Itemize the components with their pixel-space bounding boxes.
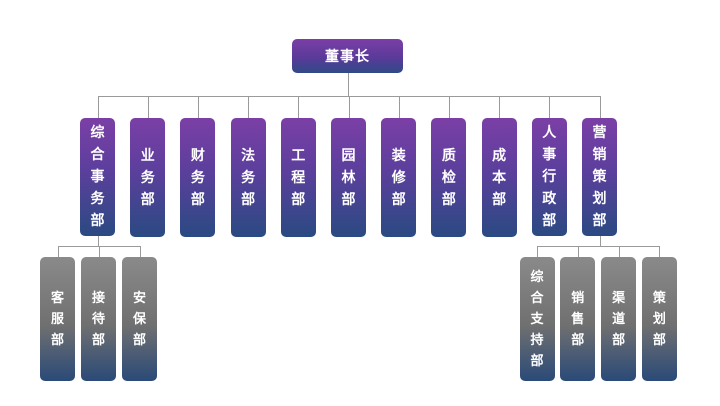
department-box-caiwu-label: 财 务 部	[190, 147, 205, 208]
sub-department-box-yingxiao-0-label: 综 合 支 持 部	[530, 269, 544, 369]
sub-connector-yingxiao	[599, 236, 601, 246]
department-box-renshi-label: 人 事 行 政 部	[542, 125, 557, 229]
sub-department-box-zonghe-1-label: 接 待 部	[91, 290, 105, 348]
sub-drop-yingxiao-2	[618, 246, 620, 257]
department-box-zhijian: 质 检 部	[431, 118, 467, 237]
department-connector-fawu	[248, 96, 250, 118]
sub-drop-zonghe-2	[139, 246, 141, 257]
sub-department-box-zonghe-2: 安 保 部	[122, 257, 157, 381]
sub-department-box-yingxiao-3-label: 策 划 部	[652, 290, 666, 348]
department-connector-zhuangxiu	[398, 96, 400, 118]
department-box-yingxiao: 营 销 策 划 部	[582, 118, 617, 236]
department-box-renshi: 人 事 行 政 部	[531, 118, 567, 236]
department-connector-yuanlin	[348, 96, 350, 118]
department-box-yingxiao-label: 营 销 策 划 部	[592, 125, 607, 229]
department-box-zhijian-label: 质 检 部	[441, 147, 456, 208]
department-box-yuanlin-label: 园 林 部	[341, 147, 356, 208]
sub-drop-zonghe-1	[98, 246, 100, 257]
sub-department-box-yingxiao-2: 渠 道 部	[601, 257, 637, 381]
department-connector-caiwu	[197, 96, 199, 118]
sub-department-box-yingxiao-3: 策 划 部	[641, 257, 677, 381]
sub-department-box-yingxiao-1: 销 售 部	[560, 257, 596, 381]
department-box-fawu-label: 法 务 部	[241, 147, 256, 208]
chairman-connector	[347, 73, 349, 96]
sub-department-box-zonghe-0: 客 服 部	[40, 257, 75, 381]
department-box-gongcheng: 工 程 部	[280, 118, 316, 237]
department-box-zhuangxiu: 装 修 部	[381, 118, 417, 237]
department-box-yuanlin: 园 林 部	[331, 118, 366, 237]
department-box-yewu-label: 业 务 部	[140, 147, 155, 208]
sub-department-box-zonghe-2-label: 安 保 部	[132, 290, 146, 348]
sub-drop-yingxiao-1	[577, 246, 579, 257]
sub-department-box-yingxiao-1-label: 销 售 部	[571, 290, 585, 348]
sub-department-box-zonghe-1: 接 待 部	[81, 257, 116, 381]
department-box-caiwu: 财 务 部	[180, 118, 216, 237]
sub-department-box-zonghe-0-label: 客 服 部	[50, 290, 64, 348]
department-box-chengben-label: 成 本 部	[492, 147, 507, 208]
sub-department-box-yingxiao-0: 综 合 支 持 部	[519, 257, 555, 381]
sub-drop-yingxiao-0	[537, 246, 538, 257]
department-box-gongcheng-label: 工 程 部	[291, 147, 306, 208]
department-box-yewu: 业 务 部	[130, 118, 166, 237]
department-connector-gongcheng	[298, 96, 300, 118]
sub-connector-zonghe	[97, 236, 99, 246]
department-connector-zhijian	[448, 96, 450, 118]
chairman-box-label: 董事长	[325, 49, 370, 65]
department-box-zonghe-label: 综 合 事 务 部	[90, 125, 105, 229]
chairman-box: 董事长	[292, 39, 403, 73]
department-box-fawu: 法 务 部	[230, 118, 266, 237]
sub-bus-yingxiao	[537, 246, 661, 247]
sub-drop-yingxiao-3	[659, 246, 661, 257]
department-box-zhuangxiu-label: 装 修 部	[391, 147, 406, 208]
department-connector-yingxiao	[599, 96, 601, 118]
sub-department-box-yingxiao-2-label: 渠 道 部	[612, 290, 626, 348]
sub-drop-zonghe-0	[57, 246, 59, 257]
department-box-zonghe: 综 合 事 务 部	[80, 118, 115, 236]
department-connector-zonghe	[97, 96, 99, 118]
department-connector-yewu	[147, 96, 149, 118]
department-connector-chengben	[499, 96, 501, 118]
department-box-chengben: 成 本 部	[481, 118, 517, 237]
department-connector-renshi	[549, 96, 551, 118]
